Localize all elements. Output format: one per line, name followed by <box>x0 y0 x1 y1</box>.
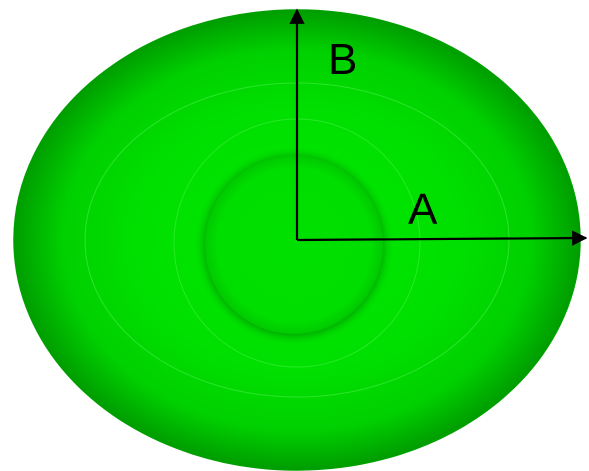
label-a: A <box>408 185 438 234</box>
label-b: B <box>328 35 357 84</box>
torus-inner-disk <box>205 156 383 334</box>
axis-arrow-a <box>296 230 588 246</box>
